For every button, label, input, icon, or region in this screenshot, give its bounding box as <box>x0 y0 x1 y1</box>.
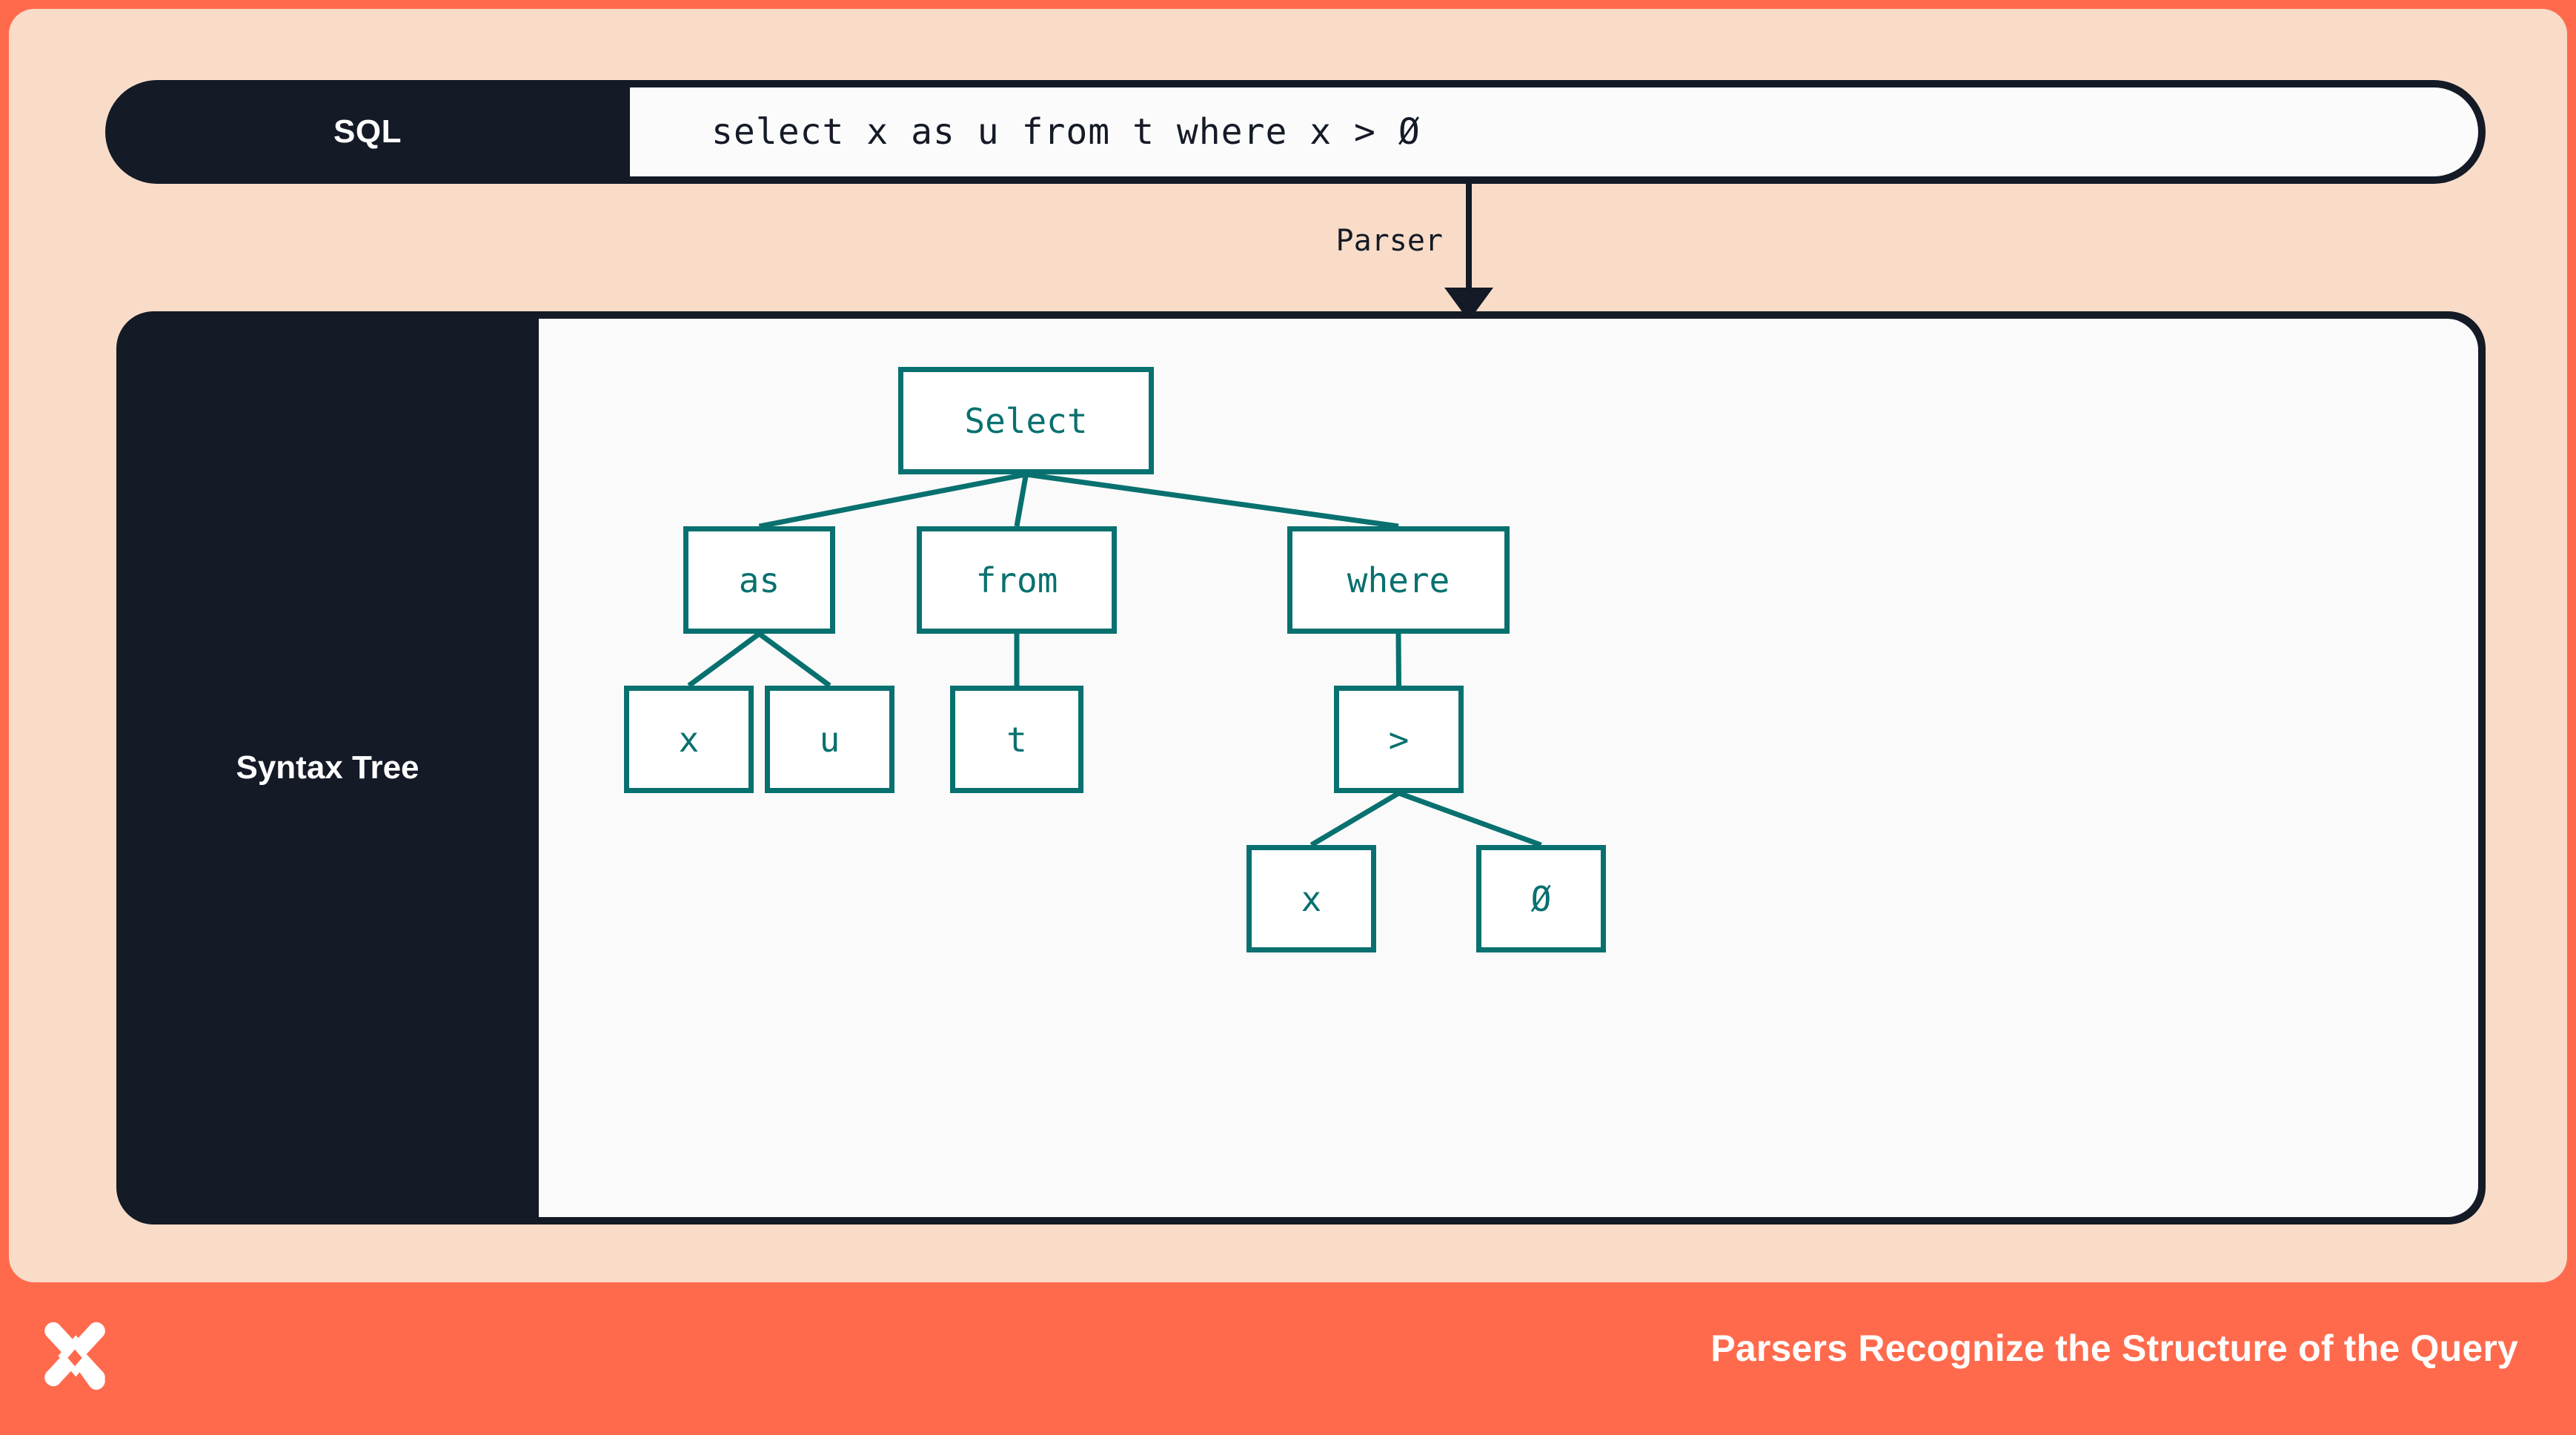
tree-edge-gt-zero <box>1398 790 1542 848</box>
tree-edge-select-as <box>758 471 1027 529</box>
tree-edge-where-gt <box>1395 633 1401 686</box>
tree-edge-as-x1 <box>687 632 761 688</box>
tree-node-label: > <box>1388 719 1410 760</box>
sql-row: SQL select x as u from t where x > Ø <box>105 80 2486 184</box>
tree-node-label: as <box>738 560 780 600</box>
tree-node-label: Select <box>964 400 1088 441</box>
tree-edge-select-where <box>1026 471 1399 529</box>
sql-row-label: SQL <box>333 113 402 150</box>
tree-edge-select-from <box>1014 474 1029 527</box>
sql-query-input[interactable]: select x as u from t where x > Ø <box>630 87 2478 176</box>
tree-node-label: where <box>1347 560 1450 600</box>
tree-node-from[interactable]: from <box>917 526 1117 634</box>
tree-node-label: Ø <box>1530 878 1552 919</box>
tree-node-x1[interactable]: x <box>624 686 754 793</box>
tree-edge-layer <box>687 471 1542 848</box>
tree-edge-as-u <box>757 632 831 688</box>
brand-logo-icon <box>44 1322 105 1390</box>
tree-node-gt[interactable]: > <box>1334 686 1464 793</box>
footer-bar <box>0 1282 2576 1435</box>
footer-caption: Parsers Recognize the Structure of the Q… <box>1710 1328 2518 1369</box>
tree-node-u[interactable]: u <box>765 686 894 793</box>
tree-node-select[interactable]: Select <box>898 367 1154 474</box>
tree-edge-gt-x2 <box>1309 790 1401 848</box>
arrow-shaft <box>1466 184 1472 295</box>
tree-node-label: t <box>1006 719 1027 760</box>
tree-node-label: u <box>819 719 840 760</box>
content-canvas: SQL select x as u from t where x > Ø Par… <box>9 9 2567 1282</box>
tree-node-label: x <box>678 719 700 760</box>
syntax-tree-label: Syntax Tree <box>236 749 419 786</box>
tree-node-t[interactable]: t <box>950 686 1083 793</box>
tree-node-where[interactable]: where <box>1287 526 1510 634</box>
tree-node-zero[interactable]: Ø <box>1476 845 1606 952</box>
parser-arrow-label: Parser <box>1335 224 1444 258</box>
tree-node-label: x <box>1301 878 1322 919</box>
parser-arrow-icon <box>1444 184 1493 321</box>
tree-node-label: from <box>975 560 1058 600</box>
tree-node-x2[interactable]: x <box>1246 845 1376 952</box>
tree-node-as[interactable]: as <box>683 526 835 634</box>
